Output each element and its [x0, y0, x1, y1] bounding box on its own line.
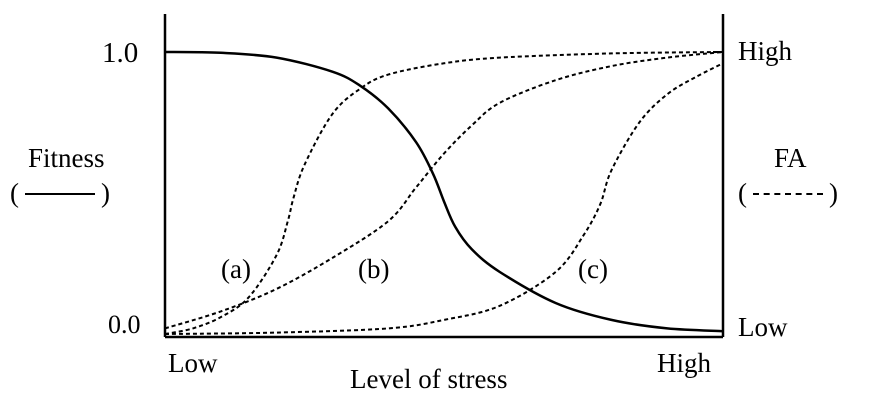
y-left-tick-bottom: 0.0 — [108, 310, 141, 339]
x-axis-label: Level of stress — [350, 364, 508, 394]
solid-line-sample — [25, 192, 95, 195]
fa-curve-2 — [164, 51, 724, 330]
y-left-legend: () — [10, 178, 110, 208]
fitness-curve — [164, 50, 724, 333]
annotation-b: (b) — [358, 254, 390, 284]
annotation-a: (a) — [221, 254, 251, 284]
fa-curve-1 — [164, 51, 724, 335]
series-layer — [164, 50, 724, 335]
x-tick-right: High — [657, 348, 711, 378]
y-right-legend: () — [738, 178, 838, 208]
y-right-tick-bottom: Low — [738, 312, 788, 342]
y-right-label: FA — [774, 143, 807, 173]
annotation-c: (c) — [578, 254, 608, 284]
y-left-label: Fitness — [28, 143, 105, 173]
y-left-tick-top: 1.0 — [102, 37, 139, 69]
fa-curve-3 — [164, 62, 724, 335]
dashed-line-sample — [753, 192, 823, 195]
x-tick-left: Low — [168, 348, 218, 378]
y-right-tick-top: High — [738, 36, 792, 66]
